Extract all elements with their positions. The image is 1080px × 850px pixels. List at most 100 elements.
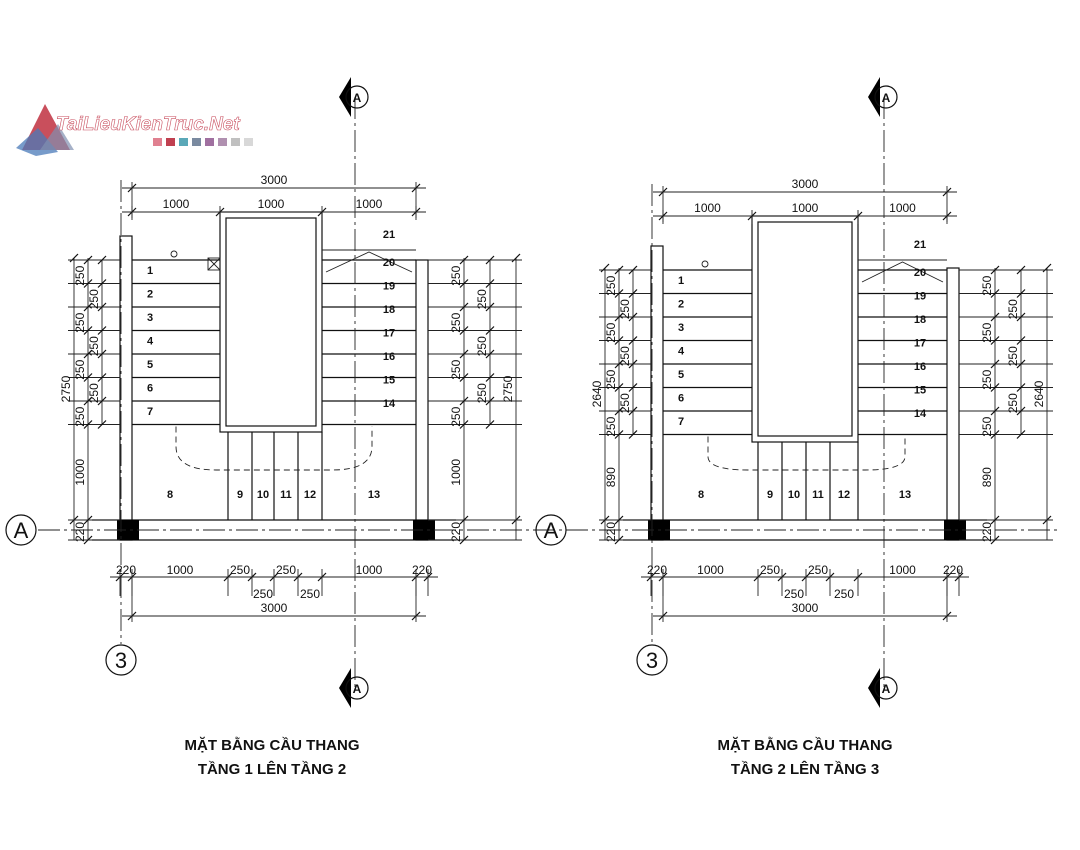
step-number: 12 bbox=[838, 489, 850, 501]
dim-side-total: 2640 bbox=[590, 380, 604, 407]
dim-tick bbox=[990, 406, 1000, 416]
step-number: 8 bbox=[698, 489, 704, 501]
axis-bubble-a bbox=[5, 514, 37, 546]
dim-tick bbox=[97, 255, 107, 265]
dim-tick bbox=[1016, 430, 1026, 439]
section-bubble bbox=[345, 676, 369, 700]
logo-grey-shape-icon bbox=[40, 124, 74, 150]
dim-tick bbox=[614, 312, 624, 322]
left-wall bbox=[119, 235, 133, 541]
dim-tick bbox=[459, 349, 469, 359]
dim-tick bbox=[459, 396, 469, 406]
dim-tick bbox=[97, 373, 107, 382]
dim-tick bbox=[459, 302, 469, 312]
dim-bottom-part: 220 bbox=[943, 563, 963, 577]
dim-side-wall: 220 bbox=[449, 522, 463, 542]
section-label: A bbox=[882, 682, 891, 696]
axis-label-3: 3 bbox=[115, 648, 127, 673]
dim-tick bbox=[990, 312, 1000, 322]
dim-riser: 250 bbox=[449, 312, 463, 332]
dim-tick bbox=[1016, 383, 1026, 392]
dim-riser: 250 bbox=[87, 383, 101, 403]
dim-tick bbox=[614, 515, 624, 525]
dim-tick bbox=[1016, 265, 1026, 275]
dim-tick bbox=[485, 326, 495, 335]
dim-tick bbox=[459, 279, 469, 288]
axis-label-a: A bbox=[544, 518, 559, 543]
dim-top-part: 1000 bbox=[356, 197, 383, 211]
watermark-swatch bbox=[205, 138, 214, 146]
step-number: 4 bbox=[678, 346, 685, 358]
step-number: 9 bbox=[237, 489, 243, 501]
dim-bottom-total: 3000 bbox=[261, 601, 288, 615]
step-number: 4 bbox=[147, 336, 154, 348]
dim-tick bbox=[990, 430, 1000, 439]
dim-bottom-part: 250 bbox=[230, 563, 250, 577]
walking-line bbox=[175, 426, 373, 471]
dim-tick bbox=[614, 359, 624, 369]
step-number: 6 bbox=[678, 393, 684, 405]
step-number: 18 bbox=[914, 314, 926, 326]
dim-tick bbox=[1016, 289, 1026, 298]
dim-side-wall: 220 bbox=[73, 522, 87, 542]
dim-top-part: 1000 bbox=[258, 197, 285, 211]
dim-side-landing: 890 bbox=[980, 467, 994, 487]
column-right bbox=[413, 520, 435, 540]
plan-title-line2: TẦNG 1 LÊN TẦNG 2 bbox=[198, 760, 346, 778]
dim-riser: 250 bbox=[1006, 299, 1020, 319]
step-number: 10 bbox=[257, 489, 269, 501]
dim-tick bbox=[83, 279, 93, 288]
step-number: 8 bbox=[167, 489, 173, 501]
dim-bottom-part: 250 bbox=[808, 563, 828, 577]
dim-bottom-part: 220 bbox=[647, 563, 667, 577]
step-number: 17 bbox=[914, 338, 926, 350]
step-number: 21 bbox=[914, 239, 926, 251]
dim-tick bbox=[83, 326, 93, 335]
dim-riser: 250 bbox=[73, 265, 87, 285]
dim-bottom-total: 3000 bbox=[792, 601, 819, 615]
dim-tick bbox=[628, 359, 638, 369]
dim-tick bbox=[485, 373, 495, 382]
section-arrow-icon bbox=[339, 77, 351, 117]
dim-riser: 250 bbox=[604, 275, 618, 295]
column-left bbox=[117, 520, 139, 540]
section-bubble bbox=[345, 85, 369, 109]
step-number: 20 bbox=[383, 257, 395, 269]
dim-tick bbox=[83, 396, 93, 406]
step-number: 2 bbox=[147, 289, 153, 301]
step-number: 15 bbox=[383, 375, 395, 387]
dim-tick bbox=[628, 430, 638, 439]
axis-bubble-a bbox=[535, 514, 567, 546]
dim-tick bbox=[614, 430, 624, 439]
dim-bottom-part: 1000 bbox=[356, 563, 383, 577]
dim-riser: 250 bbox=[618, 346, 632, 366]
step-number: 11 bbox=[812, 489, 824, 501]
dim-tick bbox=[83, 255, 93, 265]
step-number: 21 bbox=[383, 229, 395, 241]
dim-tick bbox=[614, 383, 624, 392]
dim-riser: 250 bbox=[475, 336, 489, 356]
section-arrow-icon bbox=[868, 77, 880, 117]
dim-riser: 250 bbox=[618, 299, 632, 319]
dim-tick bbox=[614, 265, 624, 275]
plan-title-line2: TẦNG 2 LÊN TẦNG 3 bbox=[731, 760, 879, 778]
step-number: 13 bbox=[899, 489, 911, 501]
step-number: 9 bbox=[767, 489, 773, 501]
watermark-swatch bbox=[244, 138, 253, 146]
dim-tick bbox=[990, 359, 1000, 369]
dim-top-part: 1000 bbox=[889, 201, 916, 215]
step-number: 1 bbox=[147, 265, 153, 277]
dim-riser: 250 bbox=[73, 359, 87, 379]
dim-riser: 250 bbox=[475, 383, 489, 403]
dim-riser: 250 bbox=[980, 369, 994, 389]
dim-tick bbox=[614, 336, 624, 345]
left-wall bbox=[650, 245, 664, 541]
start-circle-icon bbox=[701, 260, 709, 268]
step-number: 10 bbox=[788, 489, 800, 501]
axis-bubble-3 bbox=[636, 644, 668, 676]
dim-tick bbox=[459, 515, 469, 525]
watermark-swatch bbox=[153, 138, 162, 146]
step-number: 15 bbox=[914, 385, 926, 397]
step-number: 5 bbox=[147, 359, 153, 371]
